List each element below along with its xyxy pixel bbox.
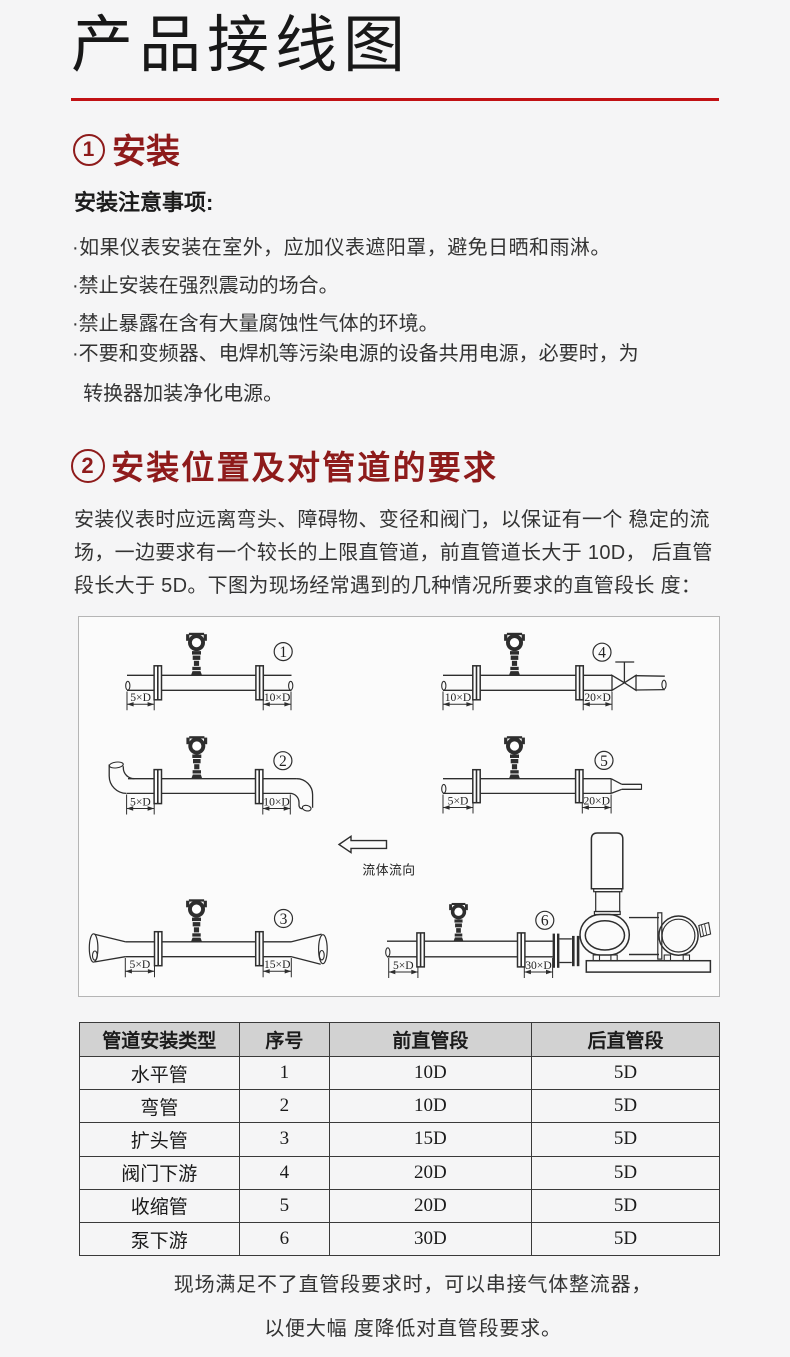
svg-text:10×D: 10×D <box>263 795 290 808</box>
svg-text:1: 1 <box>279 644 287 661</box>
svg-text:20×D: 20×D <box>583 794 610 807</box>
svg-text:20×D: 20×D <box>584 691 611 704</box>
svg-text:5×D: 5×D <box>130 795 151 808</box>
svg-text:2: 2 <box>279 753 287 770</box>
svg-text:10×D: 10×D <box>445 691 472 704</box>
svg-text:4: 4 <box>598 645 606 662</box>
svg-text:10×D: 10×D <box>264 691 291 704</box>
svg-text:3: 3 <box>280 911 288 928</box>
svg-text:5×D: 5×D <box>130 691 151 704</box>
svg-text:5: 5 <box>600 753 608 770</box>
svg-text:流体流向: 流体流向 <box>362 863 415 878</box>
svg-text:6: 6 <box>541 913 549 930</box>
svg-text:5×D: 5×D <box>393 959 414 972</box>
svg-text:30×D: 30×D <box>525 959 552 972</box>
svg-text:15×D: 15×D <box>264 958 291 971</box>
svg-text:5×D: 5×D <box>130 958 151 971</box>
svg-text:5×D: 5×D <box>448 794 469 807</box>
